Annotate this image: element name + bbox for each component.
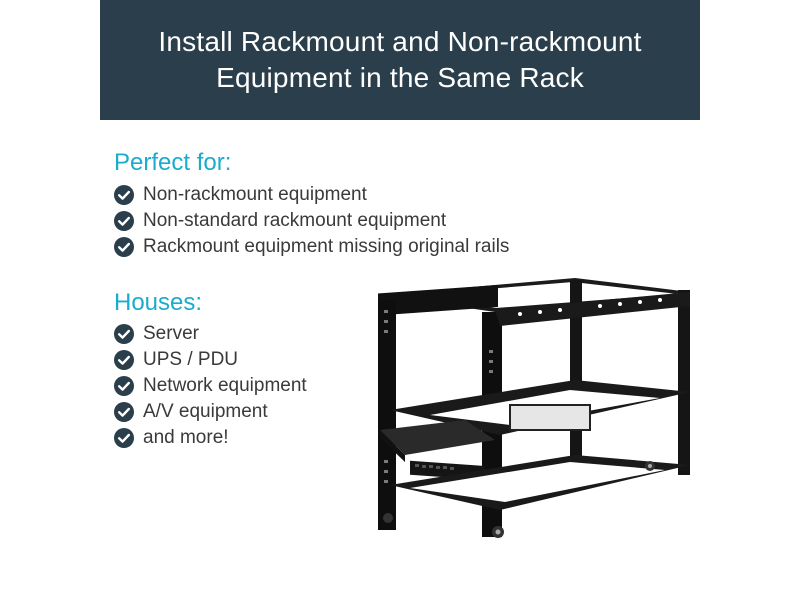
list-item: UPS / PDU [114, 347, 307, 373]
list-item: Non-standard rackmount equipment [114, 208, 509, 234]
houses-list: Server UPS / PDU Network equipment A/V e… [114, 321, 307, 451]
perfect-for-heading: Perfect for: [114, 149, 232, 176]
list-item: Non-rackmount equipment [114, 182, 509, 208]
check-circle-icon [114, 211, 134, 231]
houses-heading: Houses: [114, 289, 203, 316]
rack-product-image [370, 270, 700, 545]
banner-title-line-2: Equipment in the Same Rack [216, 62, 584, 93]
list-item: Rackmount equipment missing original rai… [114, 234, 509, 260]
check-circle-icon [114, 428, 134, 448]
list-item-label: Non-standard rackmount equipment [143, 210, 447, 231]
list-item-label: UPS / PDU [143, 349, 239, 370]
list-item-label: and more! [143, 427, 229, 448]
check-circle-icon [114, 185, 134, 205]
list-item-label: Server [143, 323, 199, 344]
check-circle-icon [114, 402, 134, 422]
banner-title-line-1: Install Rackmount and Non-rackmount [158, 26, 642, 57]
open-frame-rack-illustration [378, 278, 690, 538]
list-item-label: Non-rackmount equipment [143, 184, 367, 205]
list-item-label: Rackmount equipment missing original rai… [143, 236, 510, 257]
perfect-for-list: Non-rackmount equipment Non-standard rac… [114, 182, 509, 260]
list-item: Network equipment [114, 373, 307, 399]
check-circle-icon [114, 350, 134, 370]
check-circle-icon [114, 376, 134, 396]
list-item: A/V equipment [114, 399, 307, 425]
check-circle-icon [114, 324, 134, 344]
list-item-label: A/V equipment [143, 401, 268, 422]
check-circle-icon [114, 237, 134, 257]
header-banner: Install Rackmount and Non-rackmount Equi… [100, 0, 700, 120]
list-item: and more! [114, 425, 307, 451]
list-item: Server [114, 321, 307, 347]
list-item-label: Network equipment [143, 375, 307, 396]
